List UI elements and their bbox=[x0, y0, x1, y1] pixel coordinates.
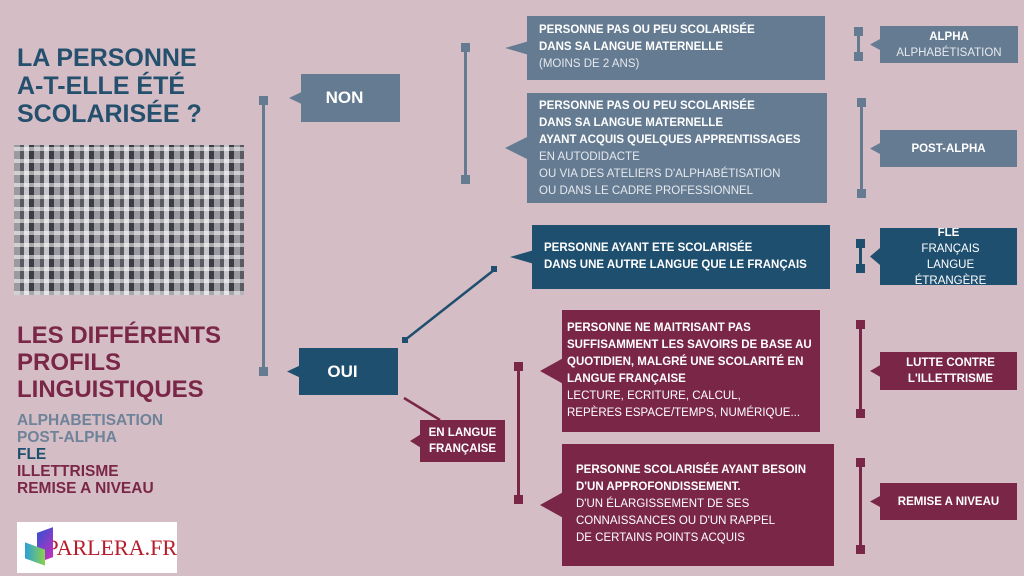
crowd-photo bbox=[14, 145, 244, 295]
illettrisme-connector bbox=[856, 320, 865, 418]
profile-fle-box: PERSONNE AYANT ETE SCOLARISÉE DANS UNE A… bbox=[510, 225, 830, 289]
profile-remise-box: PERSONNE SCOLARISÉE AYANT BESOIN D'UN AP… bbox=[540, 444, 834, 566]
profile-post-alpha-box: PERSONNE PAS OU PEU SCOLARISÉE DANS SA L… bbox=[505, 93, 827, 203]
legend-illettrisme: ILLETTRISME bbox=[17, 463, 119, 480]
section-title: LES DIFFÉRENTS PROFILS LINGUISTIQUES bbox=[17, 322, 222, 403]
francaise-connector bbox=[514, 362, 523, 504]
tag-remise: REMISE A NIVEAU bbox=[870, 483, 1017, 520]
legend-alpha: ALPHABETISATION bbox=[17, 412, 164, 429]
non-button[interactable]: NON bbox=[289, 74, 400, 122]
legend-post-alpha: POST-ALPHA bbox=[17, 429, 117, 446]
remise-connector bbox=[856, 458, 865, 554]
tag-illettrisme: LUTTE CONTRE L'ILLETTRISME bbox=[870, 352, 1017, 390]
fle-connector bbox=[856, 239, 865, 273]
profile-alpha-box: PERSONNE PAS OU PEU SCOLARISÉE DANS SA L… bbox=[505, 16, 825, 80]
legend-fle: FLE bbox=[17, 446, 47, 463]
oui-button[interactable]: OUI bbox=[287, 348, 398, 395]
tag-post-alpha: POST-ALPHA bbox=[870, 130, 1017, 167]
langue-francaise-node[interactable]: EN LANGUE FRANÇAISE bbox=[410, 420, 505, 462]
parlera-logo[interactable]: PARLERA.FR bbox=[17, 522, 177, 573]
tag-fle: FLE FRANÇAIS LANGUE ÉTRANGÈRE bbox=[870, 228, 1017, 285]
main-connector bbox=[259, 96, 268, 376]
profile-legend: ALPHABETISATION POST-ALPHA FLE ILLETTRIS… bbox=[17, 412, 163, 497]
post-alpha-connector bbox=[857, 98, 866, 198]
legend-remise: REMISE A NIVEAU bbox=[17, 480, 154, 497]
non-connector bbox=[461, 43, 470, 184]
profile-illettrisme-box: PERSONNE NE MAITRISANT PAS SUFFISAMMENT … bbox=[540, 310, 820, 432]
alpha-connector bbox=[854, 27, 863, 61]
tag-alpha: ALPHA ALPHABÉTISATION bbox=[870, 26, 1018, 63]
page-title: LA PERSONNE A-T-ELLE ÉTÉ SCOLARISÉE ? bbox=[17, 44, 202, 128]
